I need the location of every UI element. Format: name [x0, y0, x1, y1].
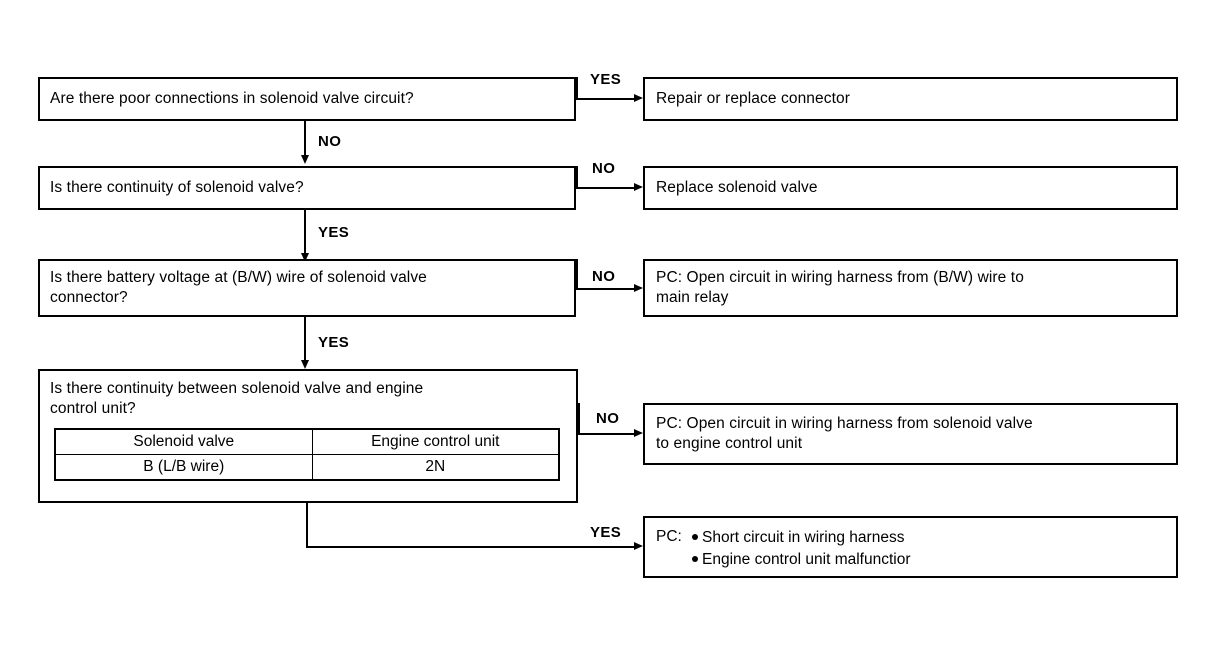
- question-box-3-text: Is there battery voltage at (B/W) wire o…: [50, 269, 427, 306]
- question-box-1: [38, 77, 576, 121]
- arrow-q4-to-r4: [634, 429, 643, 437]
- table-header-engine-control-unit: Engine control unit: [311, 428, 560, 455]
- table-cell-engine-control-unit-value: 2N: [311, 454, 560, 481]
- connector-q1-to-q2: [304, 121, 306, 157]
- result-box-5: [643, 516, 1178, 578]
- table-cell-solenoid-valve-value: B (L/B wire): [54, 454, 313, 481]
- arrow-q3-to-r3: [634, 284, 643, 292]
- table-header-row: Solenoid valve Engine control unit: [54, 428, 560, 455]
- connector-q4-bottom-horizontal: [306, 546, 638, 548]
- arrow-q2-to-r2: [634, 183, 643, 191]
- connector-q3-to-q4: [304, 317, 306, 363]
- result-box-3-text: PC: Open circuit in wiring harness from …: [656, 269, 1024, 306]
- result-box-5-bullet-2: Engine control unit malfunctior: [692, 549, 911, 571]
- branch-label-q1-yes: YES: [590, 71, 622, 88]
- connector-q2-right-stub: [576, 166, 578, 188]
- connector-q3-right-stub: [576, 259, 578, 289]
- result-box-3: [643, 259, 1178, 317]
- connector-q4-bottom-vertical: [306, 503, 308, 548]
- branch-label-q3-yes: YES: [318, 334, 350, 351]
- result-box-4-text: PC: Open circuit in wiring harness from …: [656, 415, 1033, 452]
- result-box-2: [643, 166, 1178, 210]
- result-box-1-text: Repair or replace connector: [656, 90, 850, 107]
- result-box-5-bullet-1-text: Short circuit in wiring harness: [702, 529, 905, 546]
- branch-label-q4-no: NO: [596, 410, 620, 427]
- connector-q4-to-r4: [578, 433, 638, 435]
- connector-q2-to-q3: [304, 210, 306, 256]
- branch-label-q1-no: NO: [318, 133, 342, 150]
- result-box-5-prefix: PC:: [656, 528, 682, 545]
- connector-q2-to-r2: [576, 187, 638, 189]
- question-box-4-text: Is there continuity between solenoid val…: [50, 380, 424, 417]
- question-box-3: [38, 259, 576, 317]
- connector-q1-right-stub: [576, 77, 578, 99]
- connector-q4-right-stub: [578, 403, 580, 434]
- connector-q3-to-r3: [576, 288, 638, 290]
- arrow-q1-to-r1: [634, 94, 643, 102]
- arrow-q1-to-q2: [301, 155, 309, 164]
- branch-label-q2-yes: YES: [318, 224, 350, 241]
- connector-q1-to-r1: [576, 98, 638, 100]
- question-box-1-text: Are there poor connections in solenoid v…: [50, 90, 414, 107]
- result-box-5-bullet-1: Short circuit in wiring harness: [692, 527, 911, 549]
- bullet-dot-icon: [692, 555, 698, 562]
- arrow-q4-to-r5: [634, 542, 643, 550]
- result-box-5-bullet-2-text: Engine control unit malfunctior: [702, 551, 911, 568]
- branch-label-q4-yes: YES: [590, 524, 622, 541]
- table-header-solenoid-valve: Solenoid valve: [54, 428, 313, 455]
- result-box-1: [643, 77, 1178, 121]
- arrow-q2-to-q3: [301, 253, 309, 262]
- bullet-dot-icon: [692, 533, 698, 540]
- arrow-q3-to-q4: [301, 360, 309, 369]
- question-box-2: [38, 166, 576, 210]
- branch-label-q2-no: NO: [592, 160, 616, 177]
- table-row: B (L/B wire) 2N: [54, 454, 560, 481]
- branch-label-q3-no: NO: [592, 268, 616, 285]
- continuity-table: Solenoid valve Engine control unit B (L/…: [54, 428, 560, 481]
- result-box-5-bullets: Short circuit in wiring harness Engine c…: [692, 527, 911, 571]
- question-box-2-text: Is there continuity of solenoid valve?: [50, 179, 304, 196]
- result-box-2-text: Replace solenoid valve: [656, 179, 818, 196]
- result-box-4: [643, 403, 1178, 465]
